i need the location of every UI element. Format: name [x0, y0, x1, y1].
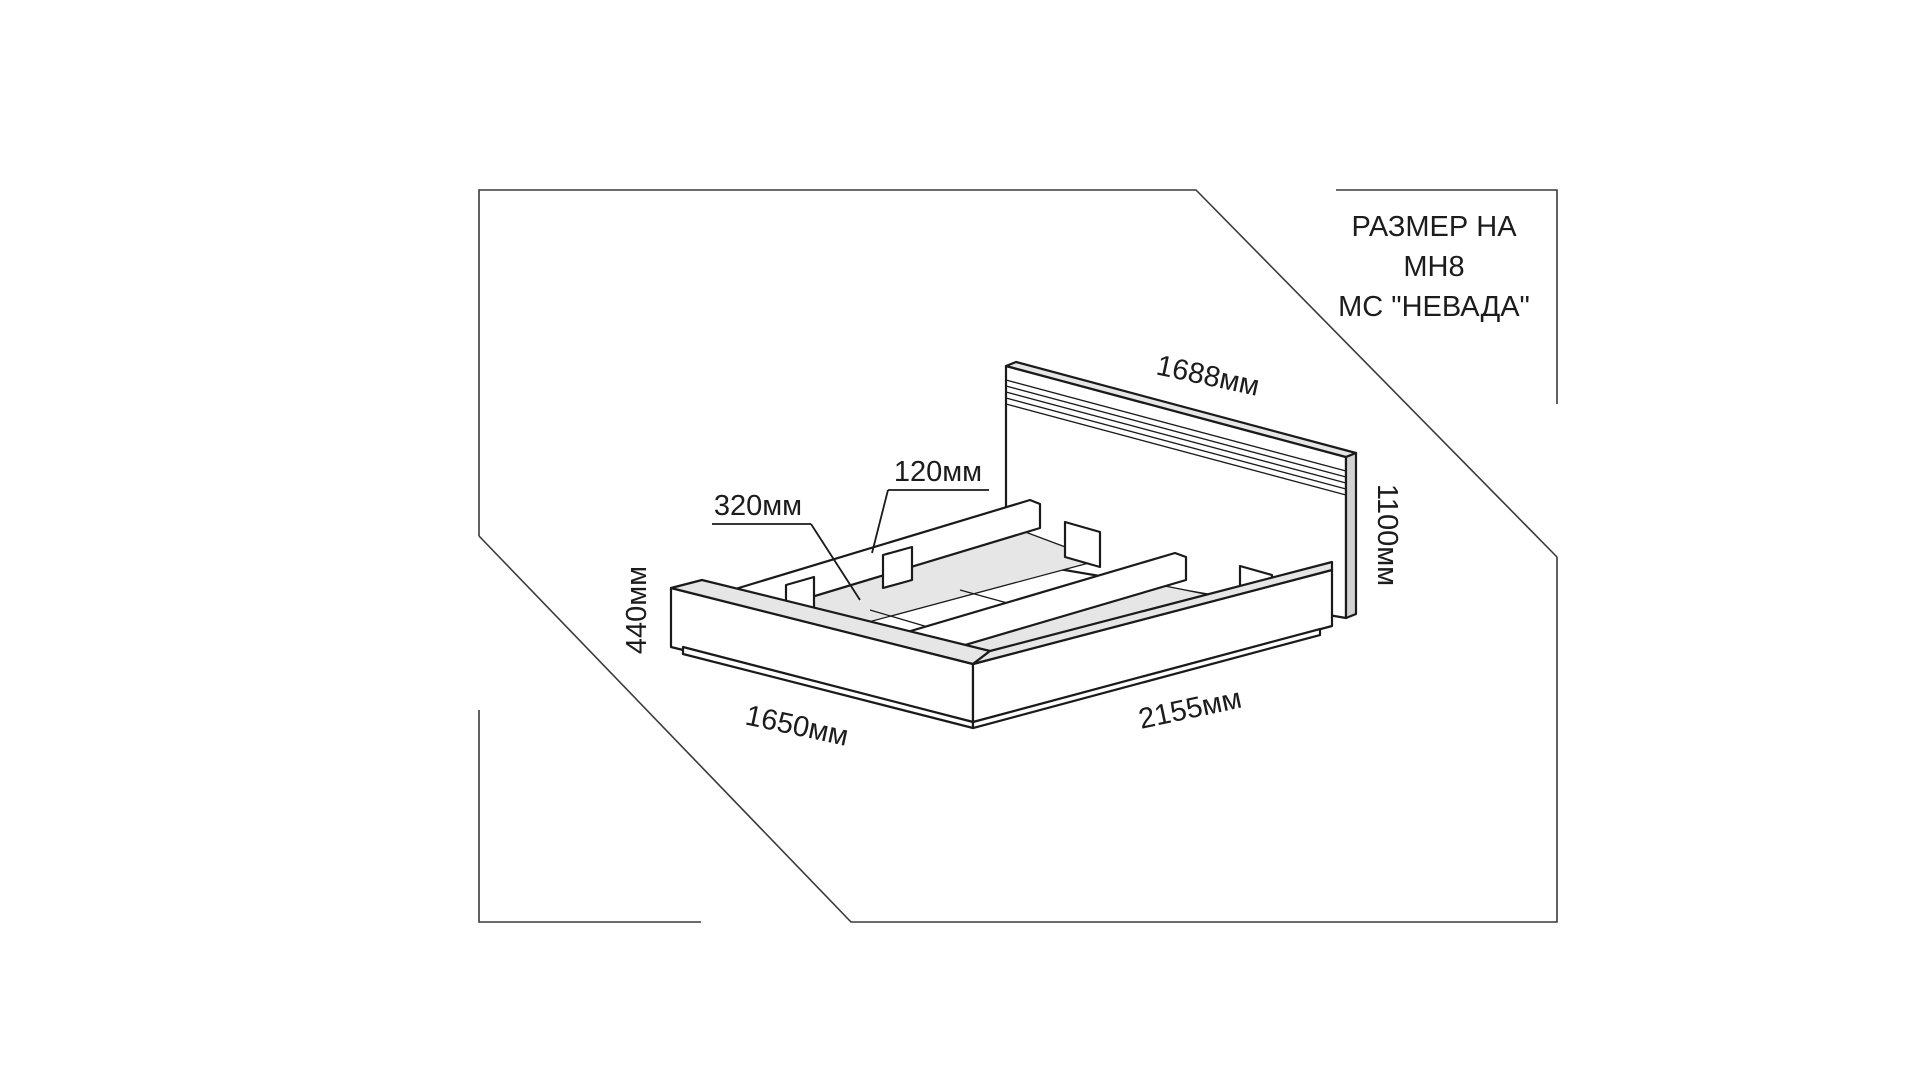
plinth-right	[971, 627, 1322, 730]
dimension-leaders	[712, 489, 989, 601]
headboard-groove-4	[1005, 397, 1347, 490]
dim-drawer-depth: 320мм	[714, 490, 802, 522]
dim-headboard-height: 1100мм	[1371, 484, 1403, 586]
support-left-2	[881, 545, 914, 590]
leader-120-vertical	[871, 489, 889, 554]
frame-top-right	[1336, 189, 1558, 404]
leader-320-diagonal	[810, 523, 861, 601]
title-block: РАЗМЕР НА МН8 МС "НЕВАДА"	[1338, 211, 1530, 323]
side-rail-right-top	[971, 560, 1334, 666]
headboard-groove-3	[1005, 391, 1347, 484]
bed-drawing	[669, 360, 1358, 730]
headboard-groove-2	[1005, 385, 1347, 478]
support-back-right	[1063, 520, 1102, 569]
frame-bottom-left	[478, 710, 701, 923]
title-line-1: РАЗМЕР НА	[1351, 211, 1517, 243]
outer-frame	[478, 189, 1558, 923]
dim-bed-height: 440мм	[621, 566, 653, 654]
dim-bed-width: 1650мм	[742, 700, 851, 753]
headboard-side	[1344, 451, 1358, 620]
frame-top-left	[478, 189, 1558, 558]
headboard-groove-5	[1005, 403, 1347, 496]
title-line-2: МН8	[1403, 251, 1464, 283]
dim-rail-height: 120мм	[894, 456, 982, 488]
frame-bottom-right	[478, 535, 1558, 923]
headboard-groove-1	[1005, 379, 1347, 472]
dim-headboard-width: 1688мм	[1153, 350, 1262, 403]
dim-bed-length: 2155мм	[1136, 683, 1245, 736]
title-line-3: МС "НЕВАДА"	[1338, 291, 1530, 323]
